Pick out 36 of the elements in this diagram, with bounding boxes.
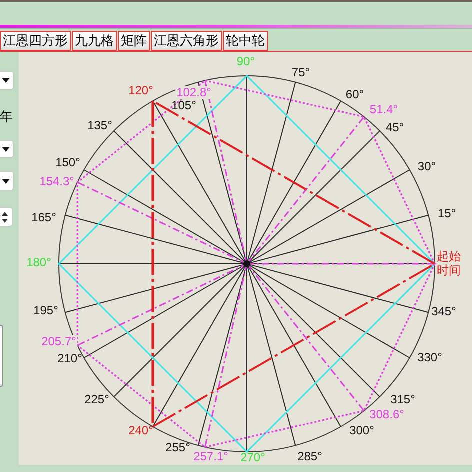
angle-label: 起始时间 <box>437 250 461 278</box>
tab: 江恩四方形 <box>0 31 71 51</box>
angle-label: 102.8° <box>176 86 212 100</box>
angle-label: 225° <box>84 394 110 406</box>
angle-label: 120° <box>128 84 154 98</box>
angle-label: 165° <box>32 212 56 224</box>
angle-label: 51.4° <box>370 104 398 116</box>
tab: 矩阵 <box>118 31 150 51</box>
tab: 江恩六角形 <box>151 31 222 51</box>
field-label: 年 <box>0 109 13 124</box>
angle-label: 210° <box>58 352 82 366</box>
angle-label: 30° <box>418 160 436 174</box>
angle-label: 150° <box>56 156 80 170</box>
angle-label: 308.6° <box>370 408 404 422</box>
angle-label: 285° <box>298 450 322 464</box>
angle-label: 180° <box>26 256 52 270</box>
angle-label: 345° <box>432 306 456 318</box>
angle-label: 240° <box>128 424 154 438</box>
angle-label: 75° <box>292 66 310 80</box>
angle-label: 154.3° <box>40 176 74 188</box>
tab: 轮中轮 <box>223 31 268 51</box>
angle-label: 255° <box>166 442 190 454</box>
angle-label: 195° <box>34 304 58 318</box>
angle-label: 330° <box>418 352 442 364</box>
angle-label: 257.1° <box>194 450 228 464</box>
angle-label: 60° <box>346 88 364 102</box>
tab: 九九格 <box>72 31 117 51</box>
angle-label: 300° <box>350 424 374 438</box>
angle-label: 90° <box>236 56 256 68</box>
angle-label: 135° <box>88 120 112 132</box>
angle-label: 105° <box>172 100 196 112</box>
angle-label: 45° <box>386 122 404 134</box>
angle-label: 270° <box>240 452 266 464</box>
angle-label: 205.7° <box>40 336 78 348</box>
angle-label: 315° <box>390 394 416 406</box>
angle-label: 15° <box>438 208 456 220</box>
